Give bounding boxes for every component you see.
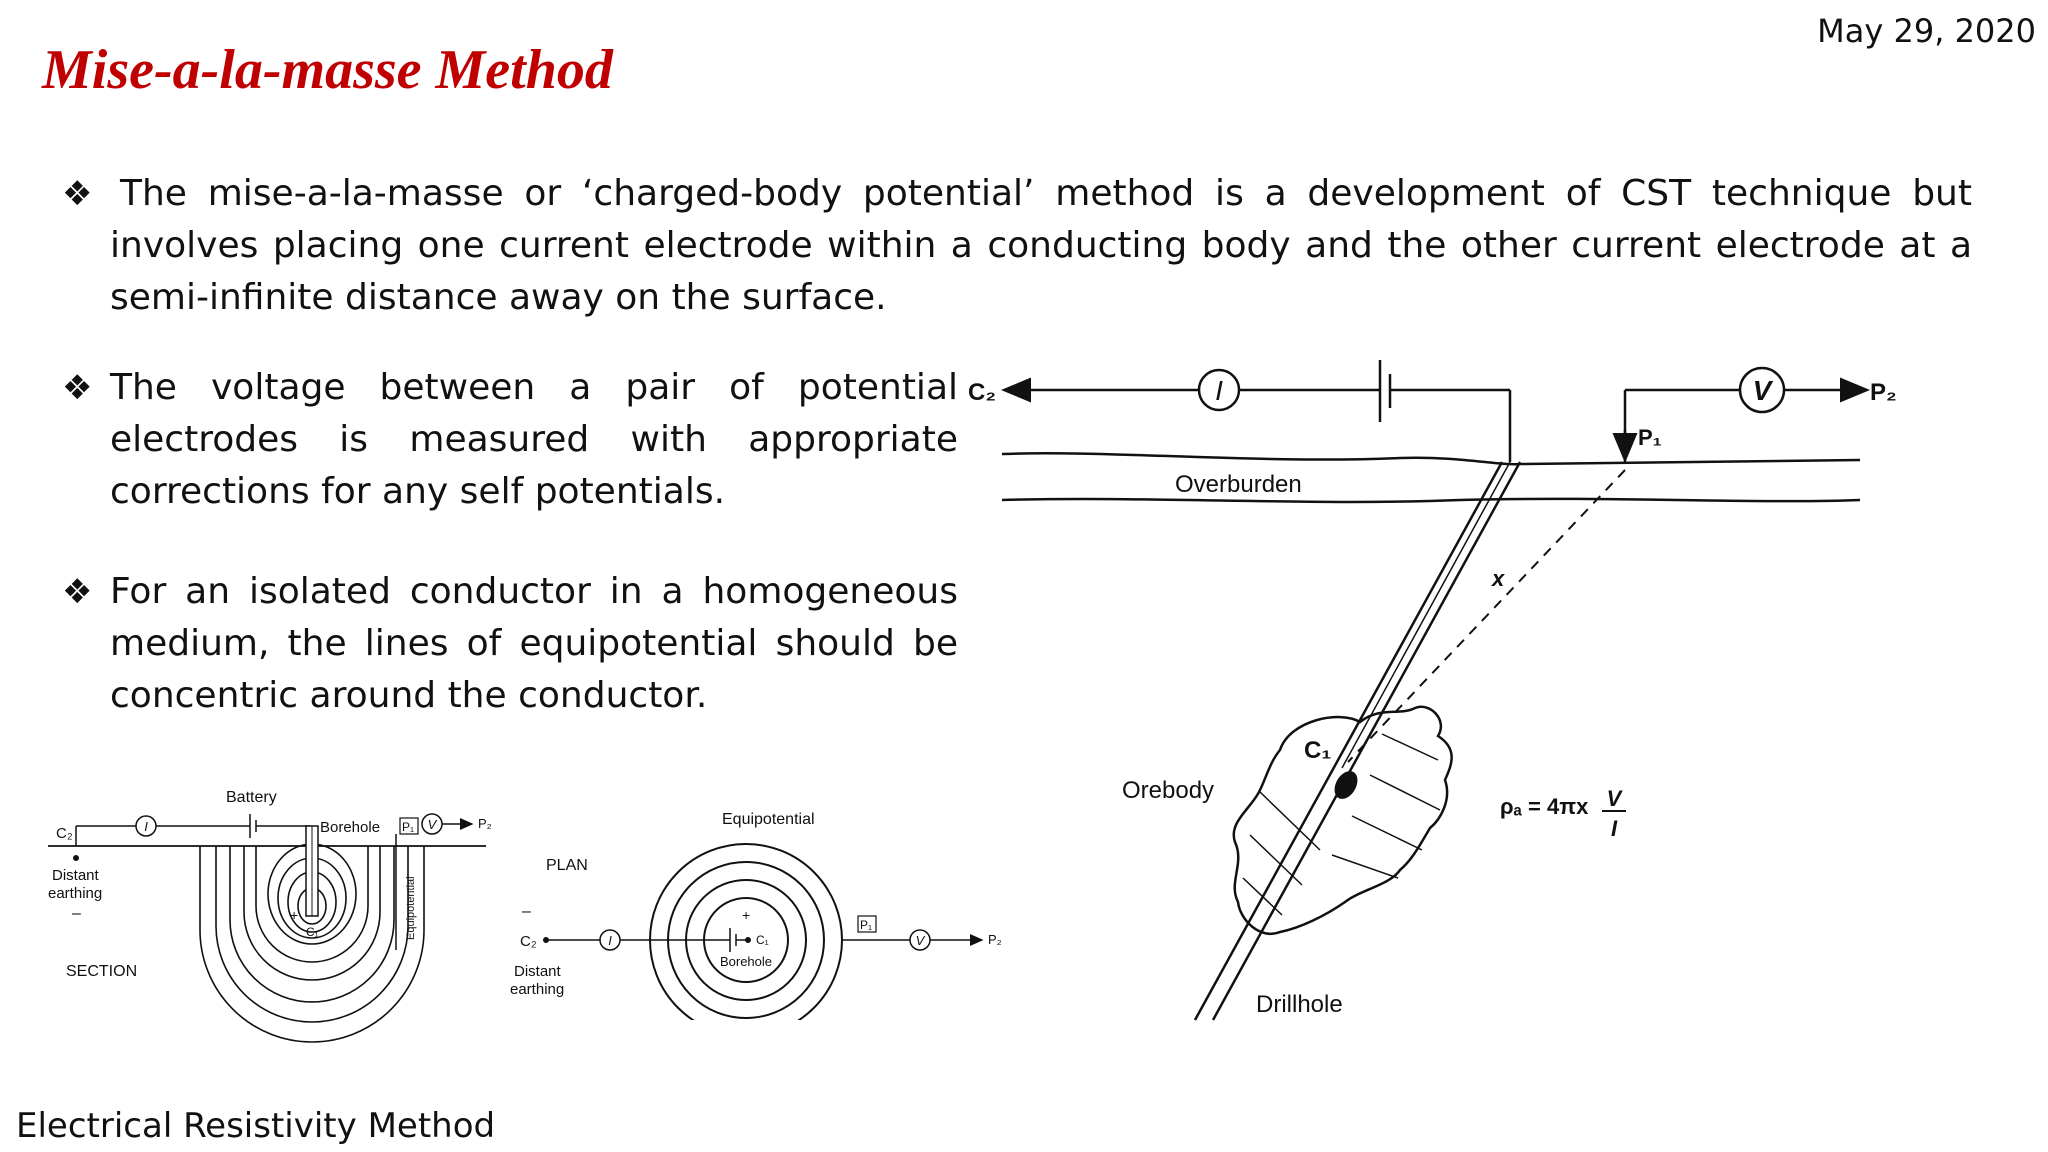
c2-label: C₂ [56, 825, 73, 842]
battery-label: Battery [226, 789, 277, 806]
voltmeter-label: V [916, 933, 926, 948]
c1-label: C₁ [306, 925, 319, 939]
p1-label: P₁ [402, 820, 414, 834]
earthing-label: earthing [510, 981, 564, 998]
section-diagram: Battery C₂ I Borehole P₁ V P₂ Distant ea… [48, 789, 492, 1043]
p1-label: P₁ [1638, 425, 1662, 450]
bullet-3: ❖ For an isolated conductor in a homogen… [62, 566, 958, 722]
plan-label: PLAN [546, 857, 588, 874]
c1-label: C₁ [756, 933, 769, 947]
formula-denominator: I [1611, 816, 1618, 841]
equipotential-circles [649, 843, 843, 1020]
ground-surface [1001, 452, 1861, 466]
ammeter-label: I [144, 819, 148, 834]
bullet-2-text: The voltage between a pair of potential … [110, 367, 958, 512]
distant-label: Distant [52, 867, 100, 884]
overburden-base [1001, 497, 1861, 504]
c1-point [745, 937, 751, 943]
equipotential-lines [199, 843, 425, 1043]
minus-label: – [522, 903, 531, 920]
p1-label: P₁ [860, 918, 872, 932]
equipotential-label: Equipotential [722, 811, 815, 828]
c1-label: C₁ [1304, 737, 1331, 764]
p2-label: P₂ [1870, 379, 1897, 406]
ammeter-label: I [608, 933, 612, 948]
bullet-2: ❖ The voltage between a pair of potentia… [62, 362, 958, 518]
orebody-shape [1232, 705, 1453, 935]
earthing-label: earthing [48, 885, 102, 902]
ammeter-icon [1197, 368, 1241, 412]
borehole-label: Borehole [320, 819, 380, 836]
minus-label: – [72, 905, 81, 922]
slide-footer: Electrical Resistivity Method [16, 1106, 496, 1146]
overburden-label: Overburden [1175, 471, 1302, 498]
p1-box [857, 915, 877, 933]
ammeter-icon [599, 929, 621, 951]
section-label: SECTION [66, 963, 137, 980]
c2-label: C₂ [520, 933, 537, 950]
diamond-bullet-icon: ❖ [62, 174, 93, 214]
diamond-bullet-icon: ❖ [62, 572, 93, 612]
c2-label: C₂ [968, 379, 996, 406]
resistivity-formula: ρₐ = 4πx [1500, 794, 1589, 819]
diamond-bullet-icon: ❖ [62, 368, 93, 408]
plan-diagram: Equipotential PLAN – C₂ I + C₁ Borehole … [510, 811, 1002, 1020]
bullet-3-text: For an isolated conductor in a homogeneo… [110, 571, 958, 716]
formula-numerator: V [1607, 786, 1624, 811]
slide-date: May 29, 2020 [1817, 12, 2036, 50]
p2-label: P₂ [478, 816, 492, 831]
equipotential-vertical-label: Equipotential [405, 876, 417, 940]
x-label: x [1491, 566, 1505, 591]
ammeter-icon [135, 815, 157, 837]
ammeter-label: I [1215, 375, 1223, 406]
current-wire-in-hole [1341, 461, 1511, 769]
drillhole-wall-left [1193, 461, 1504, 1021]
slide-title: Mise-a-la-masse Method [42, 39, 613, 101]
drillhole-label: Drillhole [1256, 991, 1343, 1018]
p1-box [399, 817, 419, 835]
orebody-hatching [1242, 733, 1441, 916]
bullet-1-text: The mise-a-la-masse or ‘charged-body pot… [110, 173, 1972, 318]
distant-label: Distant [514, 963, 562, 980]
drillhole-wall-right [1211, 461, 1522, 1021]
orebody-label: Orebody [1122, 777, 1214, 804]
distance-dashed-line [1347, 469, 1626, 763]
voltmeter-label: V [428, 817, 438, 832]
mise-a-la-masse-diagram: I C₂ V P₂ P₁ Overburden x C₁ Orebody ρₐ … [968, 360, 1897, 1021]
plus-label: + [742, 907, 750, 923]
c1-electrode [1334, 771, 1358, 799]
distant-earthing-point [73, 855, 79, 861]
p2-label: P₂ [988, 932, 1002, 947]
plus-label: + [290, 907, 298, 923]
voltmeter-label: V [1753, 375, 1774, 406]
bullet-1: ❖ The mise-a-la-masse or ‘charged-body p… [62, 168, 1972, 324]
borehole-label: Borehole [720, 954, 772, 969]
